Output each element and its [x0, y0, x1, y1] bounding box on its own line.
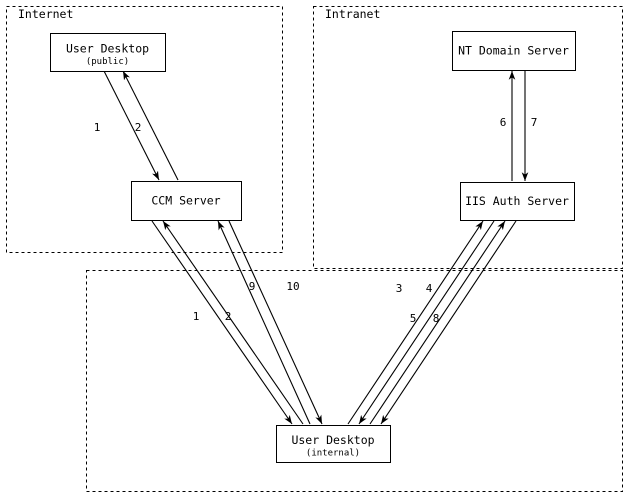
flow-step-labels: 1 2 6 7 1 2 9 10 3 4 5 8	[94, 116, 538, 325]
flow-arrow-flow-1-ccm-to-internal	[151, 220, 293, 425]
node-subtitle-user-desktop-internal: (internal)	[306, 449, 360, 459]
node-box-ccm-server[interactable]	[130, 180, 243, 222]
flow-step-label-flow-9-internal-to-ccm: 9	[249, 280, 256, 293]
flow-arrow-flow-3-internal-to-iis	[347, 220, 484, 425]
flow-arrow-flow-9-internal-to-ccm	[217, 220, 311, 425]
flow-step-label-flow-5-internal-to-iis: 5	[410, 312, 417, 325]
flow-step-label-flow-4-iis-to-internal: 4	[426, 282, 433, 295]
zone-label-internet: Internet	[18, 7, 73, 21]
node-ccm-server[interactable]: CCM Server	[130, 180, 243, 222]
flow-arrow-flow-1-public-to-ccm	[103, 70, 160, 181]
zone-boundaries: Internet Intranet	[6, 6, 623, 492]
flow-step-label-flow-3-internal-to-iis: 3	[396, 282, 403, 295]
zone-border-intranet	[313, 6, 623, 269]
node-title-user-desktop-public: User Desktop	[66, 42, 149, 56]
flow-arrow-flow-2-ccm-to-public	[122, 70, 179, 181]
node-box-user-desktop-internal[interactable]	[275, 424, 392, 464]
zone-intranet: Intranet	[313, 6, 623, 269]
node-box-iis-auth-server[interactable]	[459, 181, 576, 222]
flow-arrow-flow-8-iis-to-internal	[380, 220, 517, 425]
flow-step-label-flow-8-iis-to-internal: 8	[433, 312, 440, 325]
node-iis-auth-server[interactable]: IIS Auth Server	[459, 181, 576, 222]
node-title-iis-auth-server: IIS Auth Server	[465, 194, 569, 208]
node-user-desktop-public[interactable]: User Desktop(public)	[49, 32, 167, 73]
flow-step-label-flow-6-iis-to-nt: 6	[500, 116, 507, 129]
node-subtitle-user-desktop-public: (public)	[86, 57, 129, 67]
flow-step-label-flow-7-nt-to-iis: 7	[531, 116, 538, 129]
node-title-nt-domain-server: NT Domain Server	[458, 44, 569, 58]
node-title-user-desktop-internal: User Desktop	[291, 433, 374, 447]
flow-step-label-flow-2-ccm-to-public: 2	[135, 121, 142, 134]
zone-border-internet	[6, 6, 283, 253]
node-user-desktop-internal[interactable]: User Desktop (internal)	[275, 424, 392, 464]
zone-internet: Internet	[6, 6, 283, 253]
node-nt-domain-server[interactable]: NT Domain Server	[451, 30, 577, 72]
flow-step-label-flow-1-ccm-to-internal: 1	[193, 310, 200, 323]
flow-arrow-flow-10-ccm-to-internal	[228, 220, 323, 425]
node-title-ccm-server: CCM Server	[151, 194, 220, 208]
zone-label-intranet: Intranet	[325, 7, 380, 21]
node-box-user-desktop-public[interactable]	[49, 32, 167, 73]
node-box-nt-domain-server[interactable]	[451, 30, 577, 72]
flow-step-label-flow-1-public-to-ccm: 1	[94, 121, 101, 134]
flow-arrow-flow-5-internal-to-iis	[369, 220, 506, 425]
flow-step-label-flow-10-ccm-to-internal: 10	[286, 280, 299, 293]
flow-arrows	[103, 70, 529, 425]
flow-arrow-flow-4-iis-to-internal	[358, 220, 495, 425]
flow-arrow-flow-2-internal-to-ccm	[162, 220, 304, 425]
flow-step-label-flow-2-internal-to-ccm: 2	[225, 310, 232, 323]
